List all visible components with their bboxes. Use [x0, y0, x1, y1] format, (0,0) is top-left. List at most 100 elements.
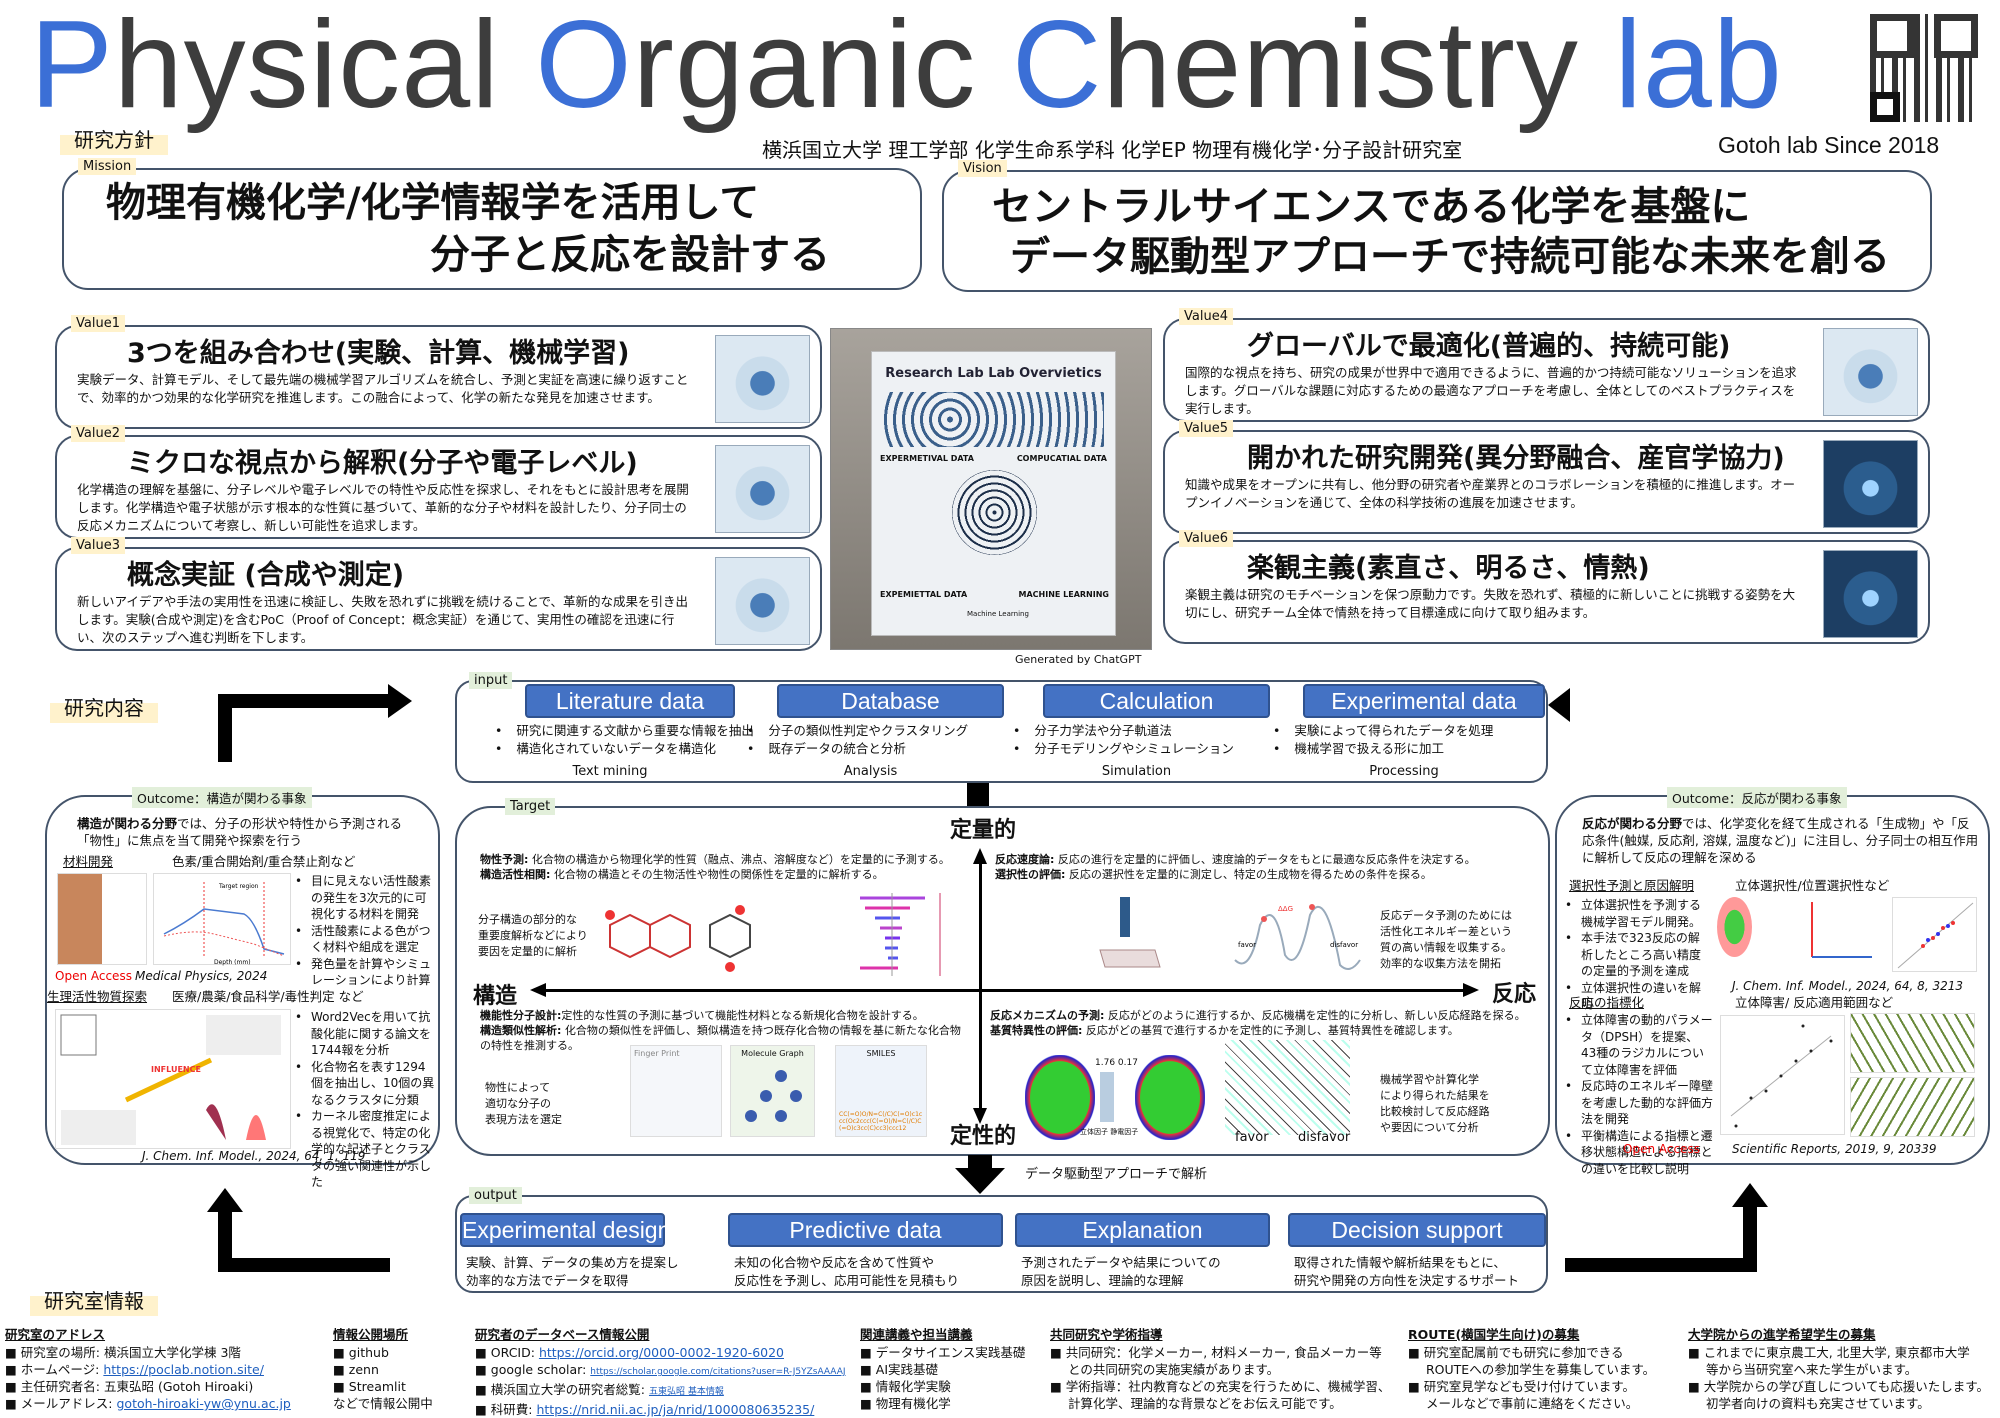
footer-item-label: 科研費: — [490, 1402, 537, 1417]
molecule-graph-figure: Molecule Graph — [730, 1045, 815, 1137]
favor-label: favor — [1235, 1130, 1269, 1145]
input-caption: Analysis — [843, 764, 898, 779]
footer-item-label: google scholar: — [490, 1362, 591, 1377]
steric-model-figure — [1717, 897, 1752, 957]
section-research-content: 研究内容 — [50, 690, 158, 723]
subsection-subtitle: 色素/重合開始剤/重合禁止剤など — [172, 854, 356, 869]
mission-box: Mission 物理有機化学/化学情報学を活用して 分子と反応を設計する — [62, 158, 922, 290]
smiles-figure: SMILES CC(=O)O/N=C(/C)C(=O)c1ccc(Oc2ccc(C… — [835, 1045, 927, 1137]
input-button-database[interactable]: Database — [777, 684, 1004, 718]
bullet-item: 分子の類似性判定やクラスタリング — [747, 722, 968, 740]
footer-link[interactable]: gotoh-hiroaki-yw@ynu.ac.jp — [116, 1396, 291, 1411]
footer-link[interactable]: https://nrid.nii.ac.jp/ja/nrid/100008063… — [536, 1402, 815, 1417]
footer-item: 研究室見学なども受け付けています。 — [1408, 1378, 1655, 1395]
footer-item: zenn — [333, 1361, 433, 1378]
figure-label: SMILES — [866, 1049, 896, 1058]
footer-heading: 研究室のアドレス — [5, 1327, 106, 1342]
steric-map-figure — [1025, 1055, 1095, 1140]
outcome-bullet: カーネル密度推定による視覚化で、特定の化学的な記述子とクラスタの強い関連性が示し… — [295, 1108, 435, 1191]
qr-code-icon[interactable] — [1870, 14, 1978, 122]
footer-item-label: ORCID: — [490, 1345, 539, 1360]
arrow-up-icon — [973, 848, 987, 864]
footer-item: 横浜国立大学の研究者総覧: 五東弘昭 基本情報 — [475, 1381, 846, 1401]
nucleophile-chart — [1807, 897, 1877, 969]
transition-state-figure — [1225, 1040, 1350, 1135]
footer-heading: 共同研究や学術指導 — [1050, 1327, 1163, 1342]
output-button-predictive-data[interactable]: Predictive data — [728, 1213, 1003, 1247]
outcome-structure-tag: Outcome：構造が関わる事象 — [132, 787, 312, 808]
subsection-title: 反応の指標化 — [1569, 995, 1645, 1010]
footer-item: 初学者向けの資料も充実させています。 — [1688, 1395, 1989, 1412]
citation: J. Chem. Inf. Model., 2024, 64, 8, 3213 — [1732, 979, 1963, 993]
input-button-experimental-data[interactable]: Experimental data — [1303, 684, 1545, 718]
analysis-label: データ駆動型アプローチで解析 — [1025, 1167, 1208, 1182]
overview-label: COMPUCATIAL DATA — [1016, 454, 1107, 463]
q1-text: 物性予測: 化合物の構造から物理化学的性質（融点、沸点、溶解度など）を定量的に予… — [480, 853, 950, 881]
favor-label: favor — [1238, 941, 1256, 949]
open-access-label: Open Access — [1623, 1142, 1700, 1156]
value-tag: Value3 — [71, 537, 125, 554]
value-text: 楽観主義は研究のモチベーションを保つ原動力です。失敗を恐れず、積極的に新しいこと… — [1185, 587, 1796, 620]
footer-item: 主任研究者名: 五東弘昭 (Gotoh Hiroaki) — [5, 1378, 291, 1395]
outcome-reaction-tag: Outcome：反応が関わる事象 — [1667, 787, 1847, 808]
subsection-title: 選択性予測と原因解明 — [1569, 878, 1695, 893]
output-button-experimental-design[interactable]: Experimental design — [460, 1213, 670, 1247]
vertical-axis — [979, 862, 982, 1112]
footer-item-label: 計算化学、理論的な背景などをお伝え可能です。 — [1068, 1396, 1342, 1411]
footer-item: 研究室配属前でも研究に参加できる — [1408, 1344, 1655, 1361]
footer-link[interactable]: https://orcid.org/0000-0002-1920-6020 — [538, 1345, 784, 1360]
bullet-item: 既存データの統合と分析 — [747, 740, 968, 758]
pipette-plate-icon — [1095, 895, 1165, 970]
footer-item: google scholar: https://scholar.google.c… — [475, 1361, 846, 1381]
subsection-subtitle: 立体障害/ 反応適用範囲など — [1735, 995, 1894, 1010]
input-button-literature-data[interactable]: Literature data — [525, 684, 735, 718]
connector-bar — [967, 783, 989, 809]
output-tag: output — [469, 1187, 522, 1204]
value-text: 実験データ、計算モデル、そして最先端の機械学習アルゴリズムを統合し、予測と実証を… — [77, 372, 689, 405]
arrow-up-icon — [207, 1188, 243, 1212]
footer-item-label: 大学院からの学び直しについても応援いたします。 — [1703, 1379, 1990, 1394]
smiles-string: CC(=O)O/N=C(/C)C(=O)c1ccc(Oc2ccc(C(=O)/N… — [839, 1111, 923, 1132]
value-title: 3つを組み合わせ(実験、計算、機械学習) — [127, 338, 630, 369]
horizontal-axis — [545, 989, 1465, 992]
footer-item: 共同研究：化学メーカー, 材料メーカー, 食品メーカー等 — [1050, 1344, 1390, 1361]
footer-item-label: メールアドレス: — [20, 1396, 117, 1411]
output-description: 予測されたデータや結果についての 原因を説明し、理論的な理解 — [1021, 1255, 1221, 1288]
footer-item-label: github — [348, 1345, 389, 1360]
scatter-parity-plot — [1892, 897, 1977, 972]
footer-link[interactable]: https://poclab.notion.site/ — [103, 1362, 264, 1377]
footer-link[interactable]: https://scholar.google.com/citations?use… — [590, 1367, 846, 1377]
footer-item-label: 研究室の場所: 横浜国立大学化学棟 3階 — [20, 1345, 241, 1360]
lead-text: では、化学変化を経て生成される「生成物」や「反応条件(触媒, 反応剤, 溶媒, … — [1582, 816, 1979, 865]
arrow-right-icon — [1463, 983, 1479, 997]
footer-item-label: 共同研究：化学メーカー, 材料メーカー, 食品メーカー等 — [1065, 1345, 1382, 1360]
footer-item-label: ホームページ: — [20, 1362, 104, 1377]
citation: J. Chem. Inf. Model., 2024, 64, 1, 119 — [142, 1149, 366, 1163]
target-tag: Target — [505, 798, 556, 815]
flow-arrow-shaft — [218, 1210, 232, 1270]
output-button-decision-support[interactable]: Decision support — [1288, 1213, 1546, 1247]
section-research-policy: 研究方針 — [60, 122, 168, 155]
footer-item: ORCID: https://orcid.org/0000-0002-1920-… — [475, 1344, 846, 1361]
footer-item: 科研費: https://nrid.nii.ac.jp/ja/nrid/1000… — [475, 1401, 846, 1418]
q2-text: 反応速度論: 反応の進行を定量的に評価し、速度論的データをもとに最適な反応条件を… — [995, 853, 1476, 881]
input-button-calculation[interactable]: Calculation — [1043, 684, 1270, 718]
footer-item: との共同研究の実施実績があります。 — [1050, 1361, 1390, 1378]
lead-text: では、分子の形状や特性から予測される「物性」に焦点を当て開発や探索を行う — [77, 816, 403, 848]
footer-link[interactable]: 五東弘昭 基本情報 — [648, 1387, 724, 1397]
footer-item-label: 情報化学実験 — [875, 1379, 951, 1394]
footer-column: 研究室のアドレス研究室の場所: 横浜国立大学化学棟 3階ホームページ: http… — [5, 1326, 291, 1412]
axis-label-qualitative: 定性的 — [950, 1124, 1017, 1149]
footer-item: ホームページ: https://poclab.notion.site/ — [5, 1361, 291, 1378]
output-button-explanation[interactable]: Explanation — [1015, 1213, 1270, 1247]
flow-arrow-shaft — [218, 1258, 390, 1272]
input-bullets: 分子の類似性判定やクラスタリング既存データの統合と分析 — [747, 722, 968, 758]
figure-label: Molecule Graph — [741, 1049, 804, 1058]
footer-item: データサイエンス実践基礎 — [860, 1344, 1026, 1361]
flow-arrow-shaft — [218, 694, 390, 708]
title-part: hysical — [113, 0, 536, 134]
footer-heading: 研究者のデータベース情報公開 — [475, 1327, 650, 1342]
footer-heading: 情報公開場所 — [333, 1327, 409, 1342]
